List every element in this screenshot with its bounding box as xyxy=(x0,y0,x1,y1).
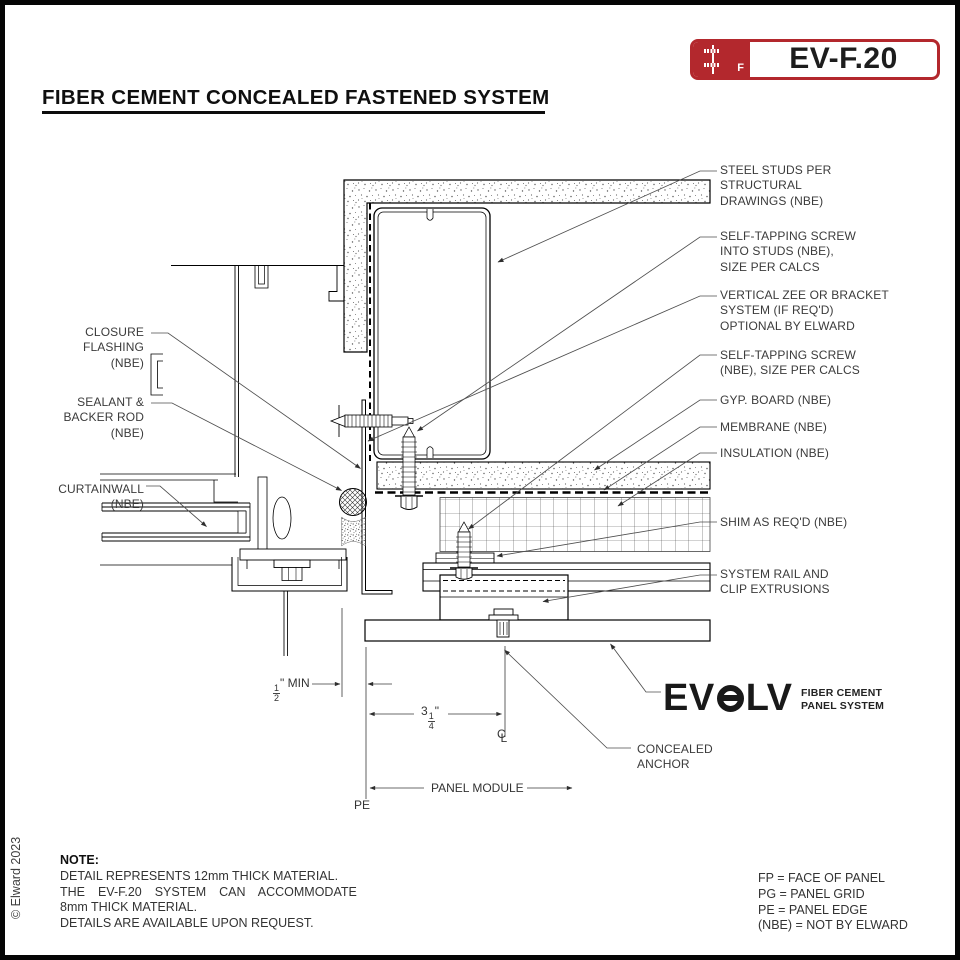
curtainwall xyxy=(100,264,348,656)
leader-vertical-zee xyxy=(367,295,717,442)
callout-curtainwall: CURTAINWALL (NBE) xyxy=(58,482,144,512)
copyright: © Elward 2023 xyxy=(9,836,23,919)
screw-into-stud xyxy=(395,426,423,510)
logo-text-right: LV xyxy=(745,677,793,719)
gyp-board-bottom xyxy=(376,461,711,490)
leader-sealant xyxy=(151,402,342,491)
glazing-unit xyxy=(101,502,251,542)
detail-number-badge: F EV-F.20 xyxy=(690,39,940,80)
callout-screw-into-studs: SELF-TAPPING SCREW INTO STUDS (NBE), SIZ… xyxy=(720,229,856,274)
leader-membrane xyxy=(603,426,717,491)
callout-system-rail: SYSTEM RAIL AND CLIP EXTRUSIONS xyxy=(720,567,830,597)
badge-code: EV-F.20 xyxy=(789,41,898,75)
evolv-logo: EV LV xyxy=(663,677,793,719)
callout-closure-flashing: CLOSURE FLASHING (NBE) xyxy=(83,325,144,370)
leader-lines xyxy=(146,170,717,749)
callout-self-tapping-screw: SELF-TAPPING SCREW (NBE), SIZE PER CALCS xyxy=(720,348,860,378)
badge-icon-letter: F xyxy=(737,62,744,74)
callout-vertical-zee: VERTICAL ZEE OR BRACKET SYSTEM (IF REQ'D… xyxy=(720,288,889,333)
callout-concealed-anchor: CONCEALED ANCHOR xyxy=(637,742,713,772)
leader-curtainwall xyxy=(146,485,207,527)
leader-evolv-panel xyxy=(610,643,661,693)
badge-fastener-icon: F xyxy=(693,42,750,77)
mullion xyxy=(100,476,348,656)
leader-steel-studs xyxy=(497,170,717,263)
leader-system-rail xyxy=(542,574,717,603)
concealed-anchor-fastener xyxy=(488,608,519,638)
fasteners xyxy=(329,405,478,580)
leader-shim xyxy=(496,521,717,558)
logo-text-left: EV xyxy=(663,677,715,719)
wall-assembly xyxy=(343,179,711,552)
abbreviation-legend: FP = FACE OF PANEL PG = PANEL GRID PE = … xyxy=(758,871,908,933)
insulation xyxy=(439,497,711,552)
leader-gyp-board xyxy=(594,399,717,471)
callout-shim: SHIM AS REQ'D (NBE) xyxy=(720,515,848,529)
callout-insulation: INSULATION (NBE) xyxy=(720,446,830,460)
centerline-symbol: C L xyxy=(497,727,508,745)
horizontal-screw xyxy=(329,405,414,437)
leader-screw-into-studs xyxy=(417,236,717,432)
page-title: FIBER CEMENT CONCEALED FASTENED SYSTEM xyxy=(42,86,550,109)
callout-sealant-backer-rod: SEALANT & BACKER ROD (NBE) xyxy=(63,395,144,440)
sealant xyxy=(341,516,366,547)
fiber-cement-panel xyxy=(364,619,711,642)
dim-panel-module: PANEL MODULE xyxy=(429,781,526,795)
leader-closure-flashing xyxy=(151,332,361,469)
rail-clip-panel xyxy=(364,552,711,642)
backer-rod xyxy=(339,488,367,516)
callout-membrane: MEMBRANE (NBE) xyxy=(720,420,828,434)
notes-block: NOTE: DETAIL REPRESENTS 12mm THICK MATER… xyxy=(60,853,357,931)
title-underline xyxy=(42,111,545,114)
notes-heading: NOTE: xyxy=(60,853,99,867)
logo-tagline: FIBER CEMENT PANEL SYSTEM xyxy=(801,687,885,712)
leader-insulation xyxy=(617,452,717,507)
dimension-lines xyxy=(309,608,573,799)
leader-self-tapping-screw xyxy=(468,354,717,530)
logo-o-glyph xyxy=(716,684,744,712)
gyp-sheathing-band xyxy=(343,179,711,353)
callout-gyp-board: GYP. BOARD (NBE) xyxy=(720,393,832,407)
screw-into-rail xyxy=(450,521,478,580)
leader-concealed-anchor xyxy=(504,649,631,749)
steel-stud xyxy=(373,207,491,460)
callout-steel-studs: STEEL STUDS PER STRUCTURAL DRAWINGS (NBE… xyxy=(720,163,832,208)
dim-panel-edge: PE xyxy=(354,798,371,812)
